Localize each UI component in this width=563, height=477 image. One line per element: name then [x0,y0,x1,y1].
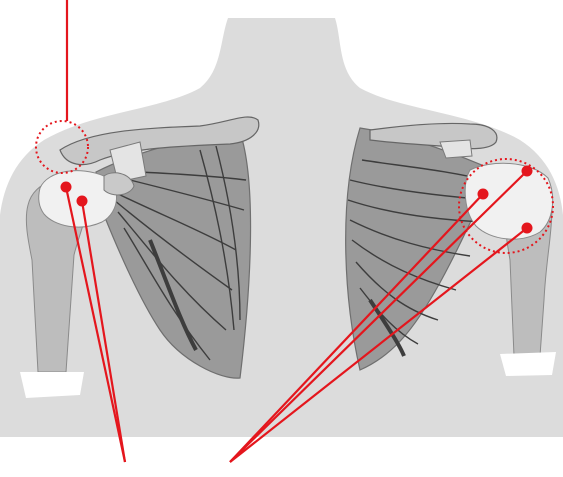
right-elbow-shadow [500,352,556,376]
right-humeral-head [465,163,552,239]
left-elbow-shadow [20,372,84,398]
right-tendon [440,140,472,158]
marker-left-1 [61,182,72,193]
marker-right-3 [522,223,533,234]
marker-right-1 [478,189,489,200]
marker-right-2 [522,166,533,177]
marker-left-2 [77,196,88,207]
